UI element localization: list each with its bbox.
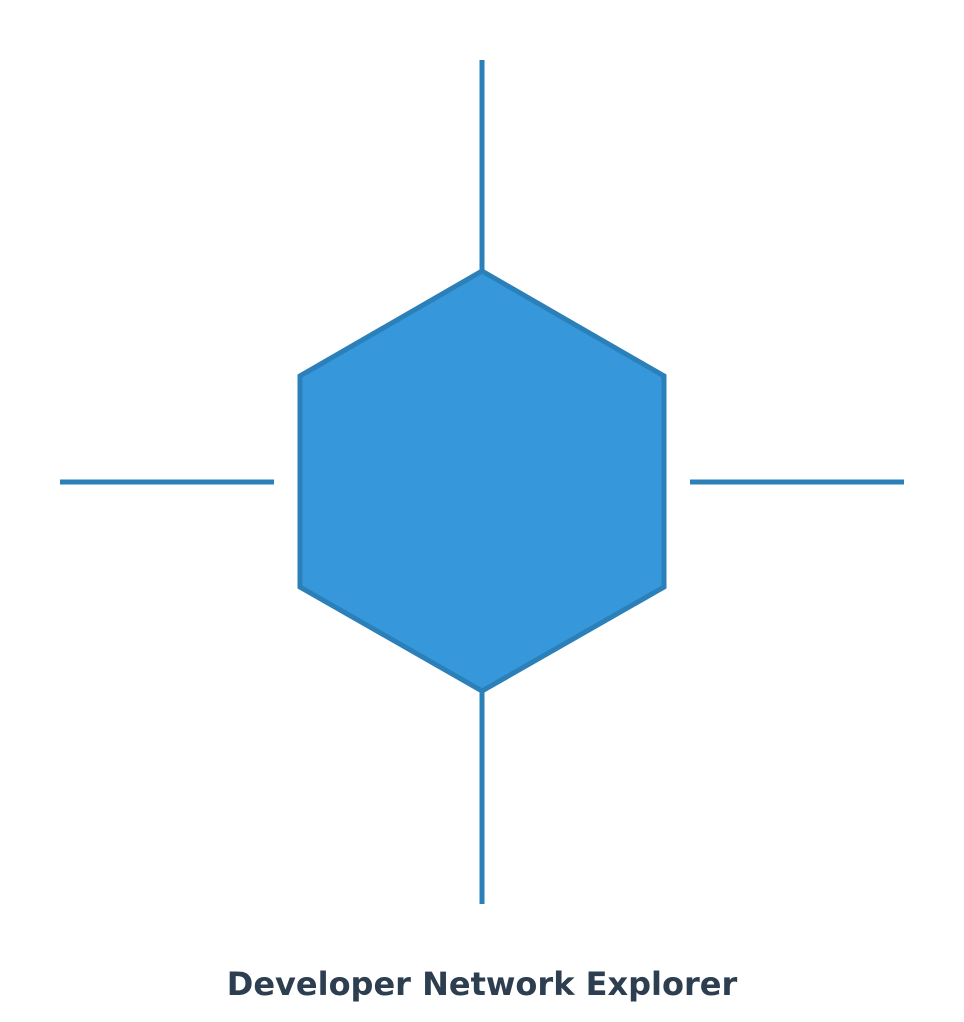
- hexagon-node: [297, 268, 667, 694]
- app-title: Developer Network Explorer: [226, 965, 738, 1003]
- hexagon-network-icon: [60, 60, 904, 904]
